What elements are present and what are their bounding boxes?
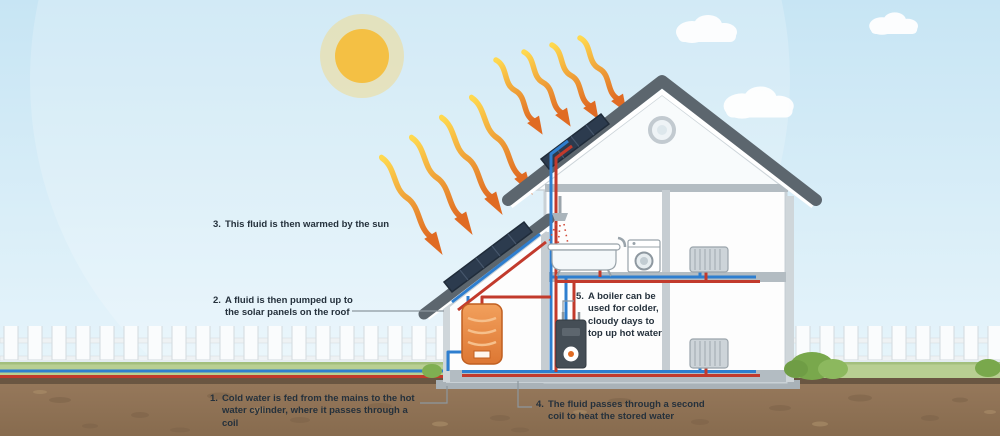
bush-icon [422, 352, 1000, 380]
attic-window-icon [648, 116, 676, 144]
step-3-label: 3. This fluid is then warmed by the sun [213, 219, 428, 231]
step-1-label: 1. Cold water is fed from the mains to t… [210, 393, 418, 430]
step-4-text: The fluid passes through a second coil t… [547, 399, 705, 423]
step-2-text: A fluid is then pumped up to the solar p… [224, 295, 353, 319]
step-1-text: Cold water is fed from the mains to the … [221, 393, 415, 429]
hot-water-pipes [457, 144, 760, 377]
step-4-number: 4. [536, 399, 544, 410]
mains-pipes [0, 369, 448, 378]
sun-icon [320, 14, 404, 98]
label-connectors [352, 300, 574, 408]
step-5-number: 5. [576, 291, 584, 302]
washing-machine-icon [627, 239, 661, 273]
boiler-icon [555, 312, 587, 369]
radiator-downstairs-icon [689, 338, 729, 369]
step-3-number: 3. [213, 219, 221, 230]
radiator-upstairs-icon [689, 246, 729, 273]
step-2-label: 2. A fluid is then pumped up to the sola… [213, 295, 361, 320]
shower-icon [547, 196, 569, 247]
hot-water-cylinder-icon [461, 303, 503, 365]
step-2-number: 2. [213, 295, 221, 306]
step-5-text: A boiler can be used for colder, cloudy … [587, 291, 662, 340]
step-4-label: 4. The fluid passes through a second coi… [536, 399, 714, 424]
foundation [436, 380, 800, 389]
step-5-label: 5. A boiler can be used for colder, clou… [576, 291, 664, 340]
step-1-number: 1. [210, 393, 218, 404]
bathtub-icon [547, 236, 627, 277]
solar-panel-extension-roof [442, 220, 534, 294]
step-3-text: This fluid is then warmed by the sun [224, 219, 390, 230]
